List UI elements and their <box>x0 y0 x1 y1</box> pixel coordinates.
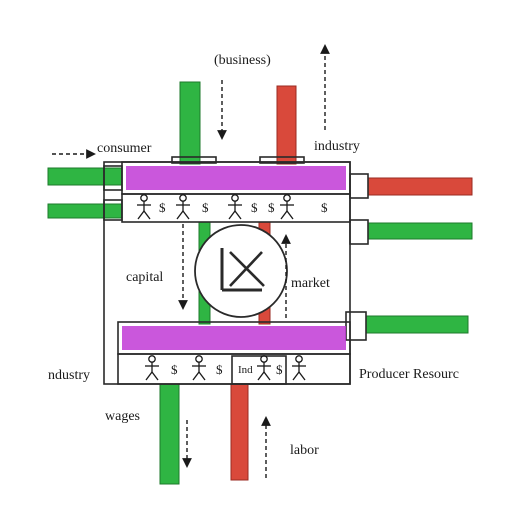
label-capital: capital <box>126 270 163 285</box>
dollar-sign: $ <box>216 362 223 377</box>
central-frame <box>103 156 369 385</box>
market-exchange-icon <box>194 224 288 318</box>
dollar-sign: $ <box>251 200 258 215</box>
pipe-right-green-1 <box>367 222 473 240</box>
label-labor: labor <box>290 443 319 458</box>
pipe-bottom-red <box>230 383 249 481</box>
stick-figure-icon <box>191 355 207 381</box>
label-wages: wages <box>105 409 140 424</box>
flow-arrows <box>52 44 330 478</box>
label-industry-top: industry <box>314 139 360 154</box>
pipe-left-green-2 <box>47 203 123 219</box>
label-market: market <box>291 276 330 291</box>
label-box-text: Ind <box>238 364 253 376</box>
dollar-sign: $ <box>321 200 328 215</box>
label-business: (business) <box>214 53 271 68</box>
stick-figure-icon <box>291 355 307 381</box>
stick-figure-icon <box>175 194 191 220</box>
stick-figure-icon <box>279 194 295 220</box>
dollar-sign: $ <box>159 200 166 215</box>
dollar-sign: $ <box>171 362 178 377</box>
stick-figure-icon <box>256 355 272 381</box>
pipe-top-green <box>179 81 201 165</box>
label-producer-resources: Producer Resourc <box>359 367 459 382</box>
stick-figure-icon <box>136 194 152 220</box>
pipe-bottom-green <box>159 383 180 485</box>
consumer-band <box>126 166 346 190</box>
dollar-sign: $ <box>268 200 275 215</box>
dollar-sign: $ <box>202 200 209 215</box>
stick-figure-icon <box>144 355 160 381</box>
pipe-right-red <box>367 177 473 196</box>
producer-band <box>122 326 346 350</box>
label-consumer: consumer <box>97 141 152 156</box>
labels: (business) consumer industry capital mar… <box>48 53 459 458</box>
pipe-right-green-2 <box>365 315 469 334</box>
pipe-top-red <box>276 85 297 165</box>
pipe-left-green-1 <box>47 167 123 186</box>
label-industry-left: ndustry <box>48 368 90 383</box>
stick-figure-icon <box>227 194 243 220</box>
dollar-sign: $ <box>276 362 283 377</box>
dollar-signs: $ $ $ $ $ $ $ $ <box>159 200 328 377</box>
